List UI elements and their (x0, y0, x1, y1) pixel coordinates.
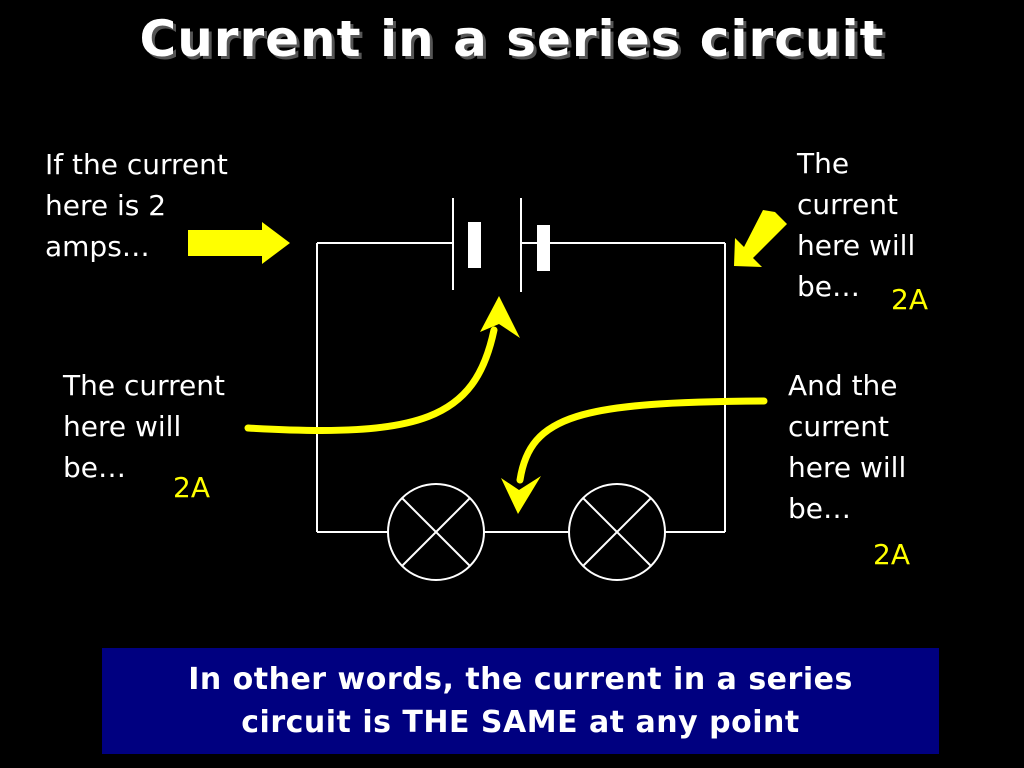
label-line: current (788, 410, 890, 443)
label-line: And the (788, 369, 898, 402)
label-line: be… (63, 451, 126, 484)
label-line: be… (797, 270, 860, 303)
page-title: Current in a series circuit (139, 10, 885, 68)
summary-line: In other words, the current in a series (188, 662, 853, 697)
label-line: here will (63, 410, 182, 443)
label-top-right: The current here will be… (797, 143, 915, 307)
label-mid-left: The current here will be… (63, 365, 225, 488)
arrow-right-icon (188, 222, 290, 264)
label-line: here will (797, 229, 916, 262)
curved-arrow-down-icon (501, 397, 768, 514)
curved-arrow-up-icon (244, 296, 520, 434)
answer-top-right: 2A (891, 283, 928, 316)
label-line: amps… (45, 230, 150, 263)
label-line: here will (788, 451, 907, 484)
circuit-wires (316, 242, 726, 533)
summary-line: circuit is THE SAME at any point (241, 705, 800, 740)
label-line: current (797, 188, 899, 221)
label-line: here is 2 (45, 189, 167, 222)
answer-mid-left: 2A (173, 471, 210, 504)
summary-box: In other words, the current in a series … (102, 648, 939, 754)
answer-mid-right: 2A (873, 538, 910, 571)
battery-symbol-icon (452, 198, 550, 292)
lamp-symbol-icon (387, 483, 485, 581)
label-line: The current (63, 369, 225, 402)
label-mid-right: And the current here will be… (788, 365, 906, 529)
label-line: If the current (45, 148, 228, 181)
lamp-symbol-icon (568, 483, 666, 581)
arrow-down-left-icon (734, 210, 787, 267)
label-top-left: If the current here is 2 amps… (45, 144, 228, 267)
label-line: The (797, 147, 850, 180)
label-line: be… (788, 492, 851, 525)
